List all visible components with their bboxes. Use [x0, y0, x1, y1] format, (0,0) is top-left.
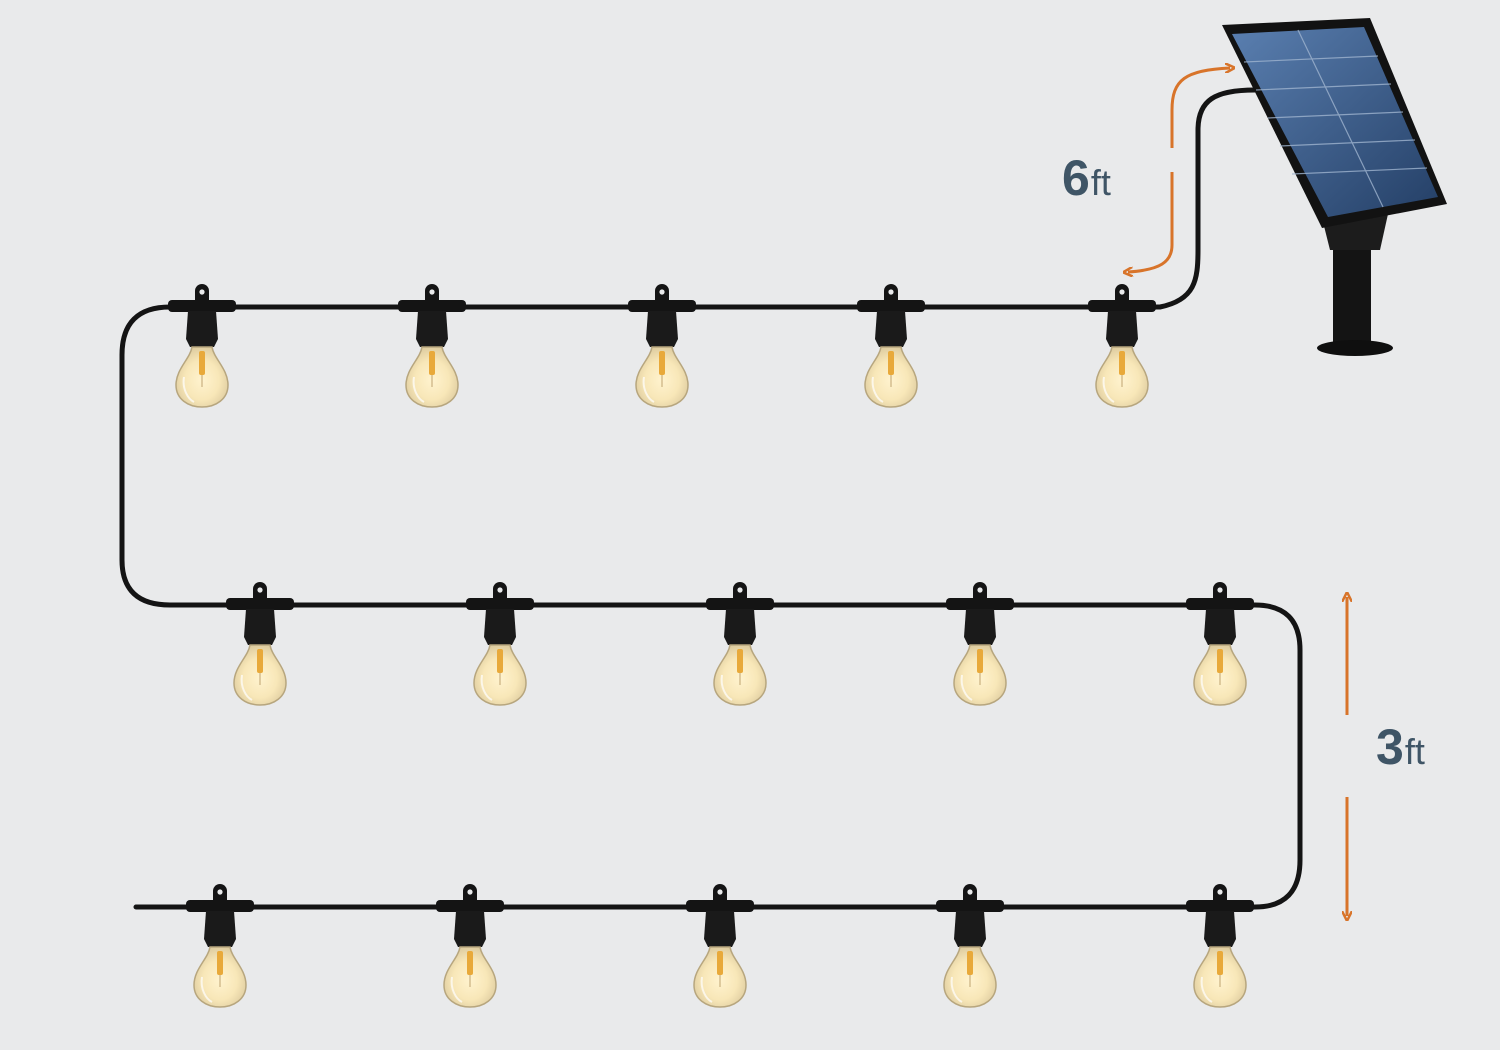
lead-cable-length-unit: ft [1090, 162, 1111, 203]
light-bulb-icon [706, 582, 774, 706]
solar-panel-icon [1222, 18, 1447, 356]
light-bulb-icon [628, 284, 696, 408]
lead-cable-length-label: 6ft [1062, 153, 1111, 203]
light-bulb-icon [857, 284, 925, 408]
bulb-spacing-value: 3 [1376, 719, 1404, 775]
light-bulb-icon [1186, 884, 1254, 1008]
light-bulb-icon [436, 884, 504, 1008]
lead-cable-length-value: 6 [1062, 150, 1090, 206]
lead-cable-arrow [1128, 68, 1230, 272]
light-bulb-icon [466, 582, 534, 706]
light-bulb-icon [168, 284, 236, 408]
light-bulb-icon [946, 582, 1014, 706]
light-bulb-icon [686, 884, 754, 1008]
bulb-group [168, 284, 1254, 1008]
bulb-spacing-unit: ft [1404, 731, 1425, 772]
light-bulb-icon [398, 284, 466, 408]
light-bulb-icon [226, 582, 294, 706]
light-bulb-icon [1088, 284, 1156, 408]
bulb-spacing-label: 3ft [1376, 722, 1425, 772]
light-bulb-icon [186, 884, 254, 1008]
light-string-cable [119, 87, 1303, 910]
light-bulb-icon [936, 884, 1004, 1008]
light-bulb-icon [1186, 582, 1254, 706]
